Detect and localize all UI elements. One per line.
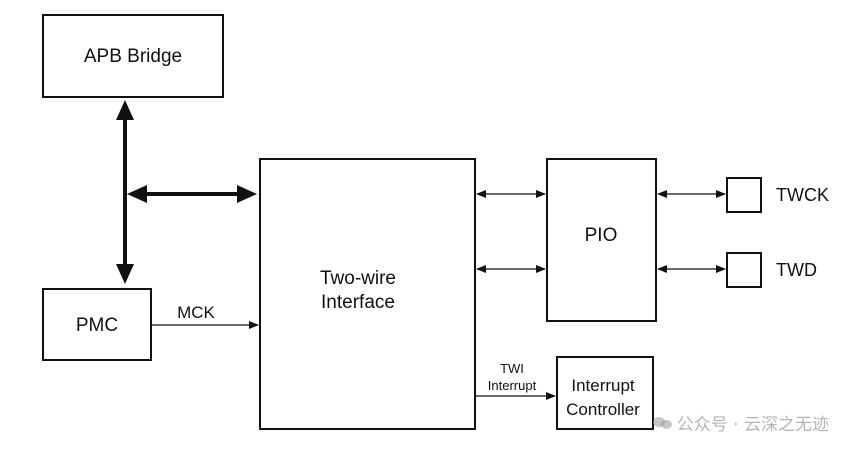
twck-pin: TWCK — [726, 177, 829, 213]
twi-interrupt-signal: TWI Interrupt — [476, 361, 556, 400]
apb-pmc-bus-arrow — [116, 100, 134, 284]
pio-label: PIO — [585, 225, 618, 246]
mck-signal: MCK — [152, 303, 259, 329]
twi-label-line1: Two-wire — [320, 268, 396, 289]
pmc-block: PMC — [42, 288, 152, 361]
interrupt-controller-label-line2: Controller — [566, 400, 640, 419]
twi-interrupt-label-line2: Interrupt — [488, 378, 537, 393]
twck-label: TWCK — [776, 185, 829, 205]
pio-block: PIO — [546, 158, 657, 322]
twi-label-line2: Interface — [321, 292, 395, 313]
twd-pin: TWD — [726, 252, 817, 288]
watermark: 公众号 · 云深之无迹 — [652, 410, 829, 435]
twd-label: TWD — [776, 260, 817, 280]
apb-bridge-label: APB Bridge — [84, 46, 182, 67]
mck-label: MCK — [177, 303, 215, 322]
bus-to-twi-arrow — [127, 185, 257, 203]
interrupt-controller-block: Interrupt Controller — [556, 356, 654, 430]
interrupt-controller-label-line1: Interrupt — [571, 376, 635, 395]
pmc-label: PMC — [76, 315, 118, 336]
watermark-text: 公众号 · 云深之无迹 — [676, 415, 829, 435]
two-wire-interface-block: Two-wire Interface — [259, 158, 476, 430]
wechat-icon — [652, 415, 673, 431]
twi-interrupt-label-line1: TWI — [500, 361, 524, 376]
apb-bridge-block: APB Bridge — [42, 14, 224, 98]
